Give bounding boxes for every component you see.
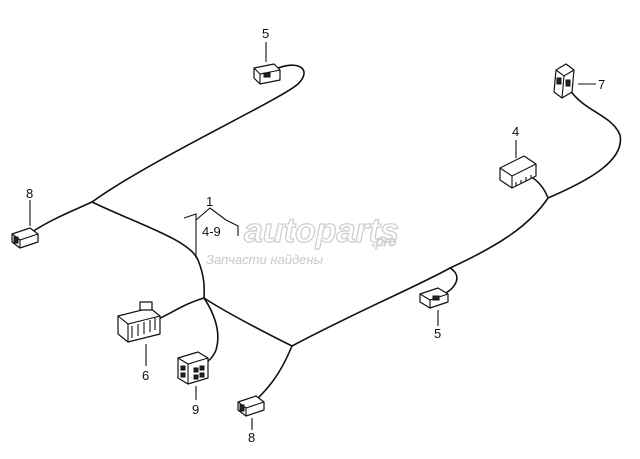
- wire-bottom-connector-8: [255, 345, 293, 401]
- callouts: 5 8 1 4-9 4 7 5 6 9 8: [26, 26, 605, 445]
- connector-8-bottom: [237, 395, 265, 417]
- wire-lower-trunk: [203, 297, 293, 347]
- connector-9: [177, 351, 209, 385]
- watermark-suffix: .pro: [372, 233, 396, 249]
- callout-1-range: 4-9: [202, 224, 221, 239]
- connector-6: [117, 301, 161, 343]
- wire-middle-trunk: [91, 201, 206, 299]
- callout-7: 7: [598, 77, 605, 92]
- watermark-caption: Запчасти найдены: [206, 252, 324, 267]
- callout-6: 6: [142, 368, 149, 383]
- connector-8-left: [11, 227, 39, 249]
- wire-top-trunk: [91, 64, 305, 203]
- callout-5-top: 5: [262, 26, 269, 41]
- callout-1-bracket: [183, 207, 239, 258]
- callout-1: 1: [206, 194, 213, 209]
- connector-5-right: [419, 287, 449, 309]
- callout-8-bottom: 8: [248, 430, 255, 445]
- module-4: [499, 155, 537, 189]
- callout-5-right: 5: [434, 326, 441, 341]
- watermark: autoparts .pro Запчасти найдены: [206, 211, 400, 267]
- callout-9: 9: [192, 402, 199, 417]
- wire-connector-7: [547, 89, 622, 199]
- wire-left-connector-8: [31, 201, 93, 233]
- connector-7: [553, 63, 575, 99]
- callout-4: 4: [512, 124, 519, 139]
- wire-module-4: [529, 175, 549, 199]
- watermark-logo: autoparts: [244, 212, 399, 250]
- connector-5-top: [253, 63, 281, 85]
- callout-8-left: 8: [26, 186, 33, 201]
- leader-lines: [29, 42, 596, 430]
